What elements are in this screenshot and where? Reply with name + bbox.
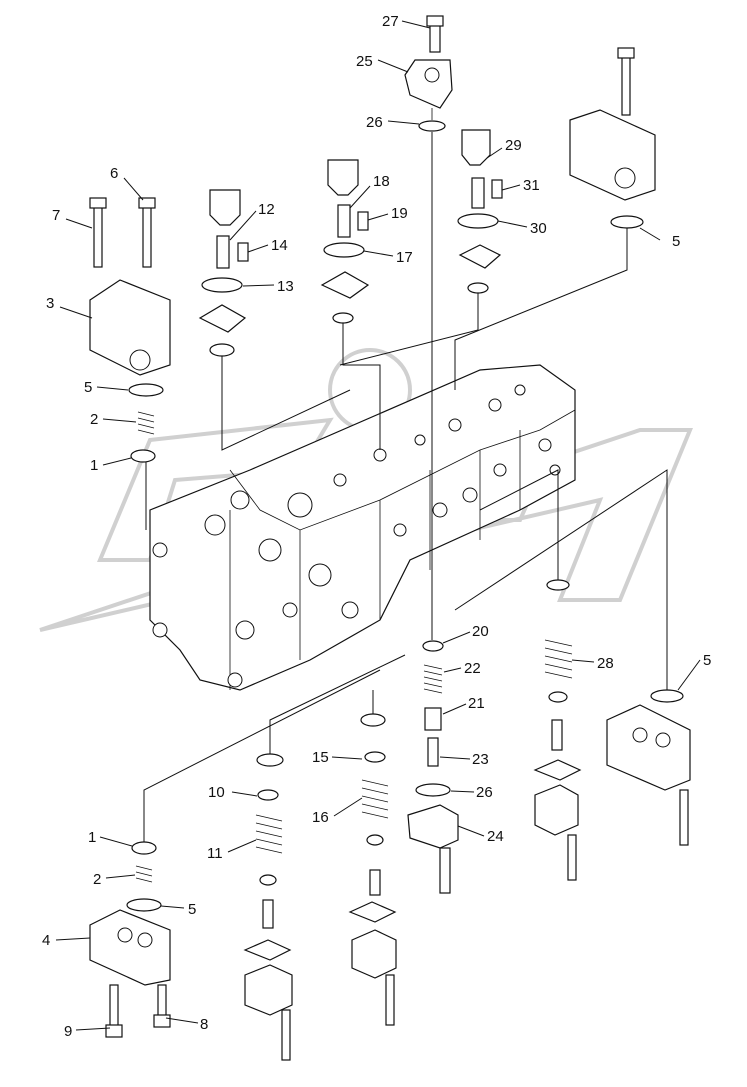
callout-24: 24: [487, 828, 504, 845]
callout-5-lower-left: 5: [188, 901, 196, 918]
assembly-lines: [143, 132, 668, 842]
callout-14: 14: [271, 237, 288, 254]
callout-2-lower: 2: [93, 871, 101, 888]
relief-block-assembly-upper: [89, 197, 171, 463]
callout-5-upper-left: 5: [84, 379, 92, 396]
end-block-lower-right: [606, 689, 691, 846]
relief-valve-assembly-center: [407, 640, 459, 894]
callout-13: 13: [277, 278, 294, 295]
callout-28: 28: [597, 655, 614, 672]
callout-1-lower: 1: [88, 829, 96, 846]
callout-19: 19: [391, 205, 408, 222]
pilot-cap-assembly-left: [198, 189, 249, 357]
callout-26-upper: 26: [366, 114, 383, 131]
callout-30: 30: [530, 220, 547, 237]
cap-assembly-top: [404, 15, 453, 132]
callout-3: 3: [46, 295, 54, 312]
callout-4: 4: [42, 932, 50, 949]
spring-cap-assembly-11: [243, 753, 293, 1061]
callout-8: 8: [200, 1016, 208, 1033]
spring-cap-assembly-28: [533, 579, 582, 881]
callout-9: 9: [64, 1023, 72, 1040]
callout-15: 15: [312, 749, 329, 766]
callout-leaders: [55, 20, 701, 1031]
callout-31: 31: [523, 177, 540, 194]
callout-21: 21: [468, 695, 485, 712]
callout-20: 20: [472, 623, 489, 640]
pilot-cap-assembly-center: [320, 159, 370, 324]
callout-26-lower: 26: [476, 784, 493, 801]
control-valve-body: [149, 364, 576, 691]
callout-11: 11: [207, 845, 223, 862]
callout-17: 17: [396, 249, 413, 266]
callout-10: 10: [208, 784, 225, 801]
callout-22: 22: [464, 660, 481, 677]
callout-6: 6: [110, 165, 118, 182]
callout-12: 12: [258, 201, 275, 218]
callout-25: 25: [356, 53, 373, 70]
pilot-cap-assembly-right: [457, 129, 503, 294]
callout-7: 7: [52, 207, 60, 224]
callout-5-upper-right: 5: [672, 233, 680, 250]
callout-1-upper: 1: [90, 457, 98, 474]
callout-5-lower-right: 5: [703, 652, 711, 669]
end-block-top-right: [569, 47, 656, 229]
callout-18: 18: [373, 173, 390, 190]
callout-2-upper: 2: [90, 411, 98, 428]
callout-29: 29: [505, 137, 522, 154]
callout-27: 27: [382, 13, 399, 30]
callout-16: 16: [312, 809, 329, 826]
relief-block-assembly-lower: [89, 841, 171, 1038]
callout-labels: 27 25 26 29 31 30 18 19 17 12 14 13 6 7 …: [42, 13, 711, 1040]
spring-cap-assembly-16: [348, 713, 397, 1026]
callout-23: 23: [472, 751, 489, 768]
